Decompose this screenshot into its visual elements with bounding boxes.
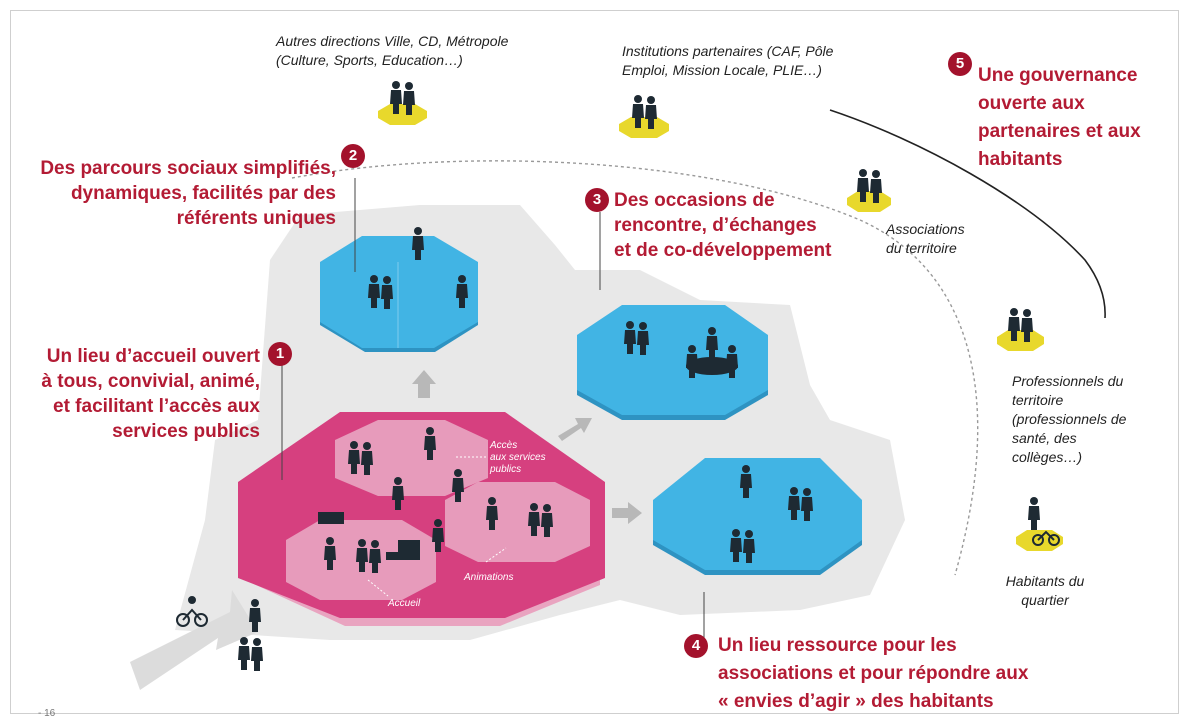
platform-habitants — [1016, 530, 1063, 551]
headline-1: Un lieu d’accueil ouvert à tous, convivi… — [14, 344, 260, 444]
label-line: publics — [490, 464, 522, 475]
platform-autres — [378, 104, 427, 125]
governance-arc — [829, 109, 1106, 319]
zone-label-connectors — [367, 456, 507, 597]
label-line: du territoire — [886, 240, 957, 256]
label-line: aux services — [490, 452, 546, 463]
headline-line: et de co-développement — [614, 240, 832, 261]
badge-4: 4 — [684, 634, 708, 658]
badge-1: 1 — [268, 342, 292, 366]
partner-habitants-label: Habitants du quartier — [990, 572, 1100, 610]
label-line: Professionnels du — [1012, 373, 1124, 389]
badge-5: 5 — [948, 52, 972, 76]
label-line: Autres directions Ville, CD, Métropole — [276, 33, 509, 49]
people-pair-icon — [238, 637, 263, 671]
headline-3: Des occasions de rencontre, d’échanges e… — [614, 188, 874, 263]
headline-4: Un lieu ressource pour les associations … — [718, 632, 1078, 716]
label-line: quartier — [1021, 592, 1069, 608]
label-line: Habitants du — [1005, 573, 1085, 589]
headline-5: Une gouvernance ouverte aux partenaires … — [978, 62, 1178, 174]
desk-icon — [318, 512, 344, 524]
label-line: santé, des — [1012, 430, 1077, 446]
label-line: Associations — [886, 221, 965, 237]
entrance-arrow — [130, 590, 258, 690]
arrow-icon — [412, 370, 642, 524]
headline-line: Des occasions de — [614, 190, 775, 211]
zone-animations-shape — [445, 482, 590, 562]
headline-line: et facilitant l’accès aux — [53, 396, 260, 417]
headline-line: « envies d’agir » des habitants — [718, 691, 994, 712]
headline-line: dynamiques, facilités par des — [70, 183, 336, 204]
partner-autres-label: Autres directions Ville, CD, Métropole (… — [276, 32, 576, 70]
blue-octagon-middle — [577, 305, 768, 420]
partner-institutions-label: Institutions partenaires (CAF, Pôle Empl… — [622, 42, 882, 80]
headline-line: Une gouvernance — [978, 65, 1138, 86]
headline-2: Des parcours sociaux simplifiés, dynamiq… — [6, 156, 336, 231]
label-line: collèges…) — [1012, 449, 1083, 465]
partner-professionnels-label: Professionnels du territoire (profession… — [1012, 372, 1172, 467]
headline-line: associations et pour répondre aux — [718, 663, 1029, 684]
badge-2: 2 — [341, 144, 365, 168]
headline-line: référents uniques — [176, 208, 336, 229]
label-line: (professionnels de — [1012, 411, 1127, 427]
partner-associations-label: Associations du territoire — [886, 220, 1006, 258]
slide-frame — [10, 10, 1179, 714]
zone-acces-label: Accès aux services publics — [490, 440, 570, 476]
blue-octagon-top — [320, 236, 478, 352]
headline-line: partenaires et aux — [978, 121, 1141, 142]
person-icon — [1028, 497, 1040, 530]
headline-line: rencontre, d’échanges — [614, 215, 817, 236]
zone-accueil-label: Accueil — [388, 598, 421, 609]
headline-line: services publics — [112, 421, 260, 442]
headline-line: à tous, convivial, animé, — [41, 371, 260, 392]
platform-associations — [847, 191, 891, 212]
label-line: Institutions partenaires (CAF, Pôle — [622, 43, 834, 59]
zone-acces-shape — [335, 420, 488, 496]
cyclist-icon — [176, 596, 208, 627]
headline-line: Un lieu ressource pour les — [718, 635, 957, 656]
headline-line: Des parcours sociaux simplifiés, — [40, 158, 336, 179]
headline-line: Un lieu d’accueil ouvert — [46, 346, 260, 367]
label-line: Emploi, Mission Locale, PLIE…) — [622, 62, 822, 78]
headline-line: ouverte aux — [978, 93, 1085, 114]
platform-professionnels — [997, 330, 1044, 351]
platform-institutions — [619, 117, 669, 138]
meeting-table-icon — [686, 327, 738, 378]
label-line: territoire — [1012, 392, 1064, 408]
headline-line: habitants — [978, 149, 1063, 170]
badge-3: 3 — [585, 188, 609, 212]
cyclist-icon — [1032, 530, 1060, 546]
page-number: - 16 — [38, 708, 56, 719]
zone-animations-label: Animations — [464, 572, 514, 583]
label-line: (Culture, Sports, Education…) — [276, 52, 463, 68]
leader-lines — [281, 178, 705, 648]
blue-octagon-bottom — [653, 458, 862, 575]
reception-desk-icon — [386, 540, 420, 560]
label-line: Accès — [490, 440, 518, 451]
